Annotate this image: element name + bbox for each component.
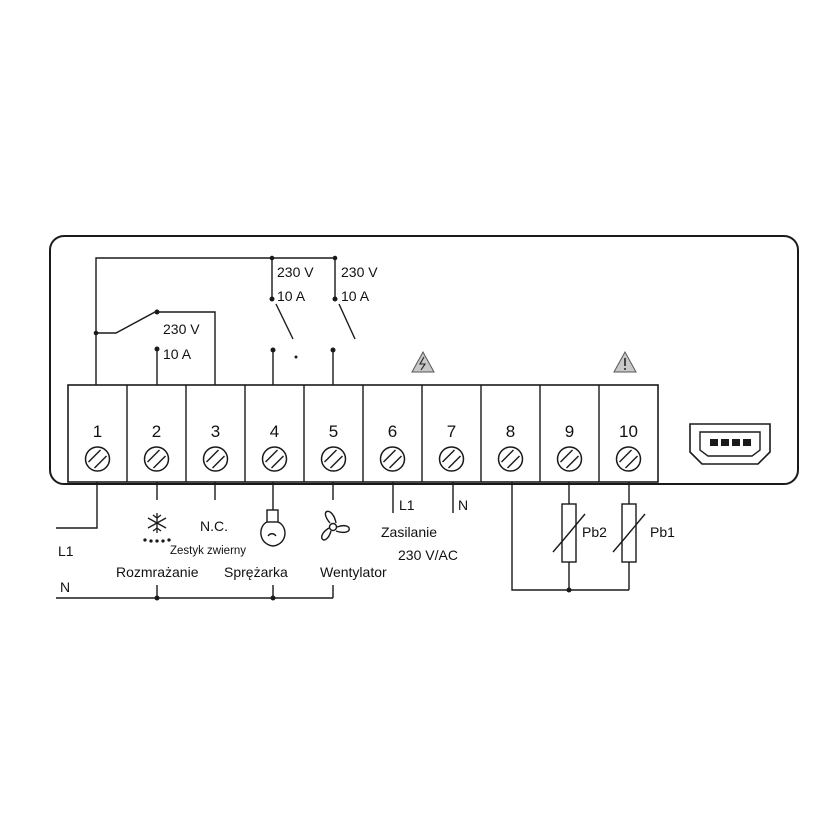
terminal-screw-9[interactable] — [556, 446, 583, 472]
defrost-voltage-label: 230 V — [163, 321, 200, 337]
terminal-number: 2 — [152, 422, 161, 441]
pb1-label: Pb1 — [650, 524, 675, 540]
terminal-number: 9 — [565, 422, 574, 441]
terminal-number: 8 — [506, 422, 515, 441]
zestyk-label: Zestyk zwierny — [170, 545, 246, 557]
terminal-block: 1 2 3 4 5 6 7 8 9 10 — [67, 384, 659, 483]
terminal-screw-2[interactable] — [143, 446, 170, 472]
snowflake-icon — [143, 513, 171, 543]
terminal-screw-4[interactable] — [261, 446, 288, 472]
supply-spec-label: 230 V/AC — [398, 547, 458, 563]
fan-icon — [321, 510, 350, 541]
terminal-number: 5 — [329, 422, 338, 441]
rozmrazanie-label: Rozmrażanie — [116, 564, 199, 580]
terminal-screw-6[interactable] — [379, 446, 406, 472]
terminal-number: 10 — [619, 422, 638, 441]
probe-pb2 — [552, 503, 586, 563]
terminal-screw-10[interactable] — [615, 446, 642, 472]
sprezarka-label: Sprężarka — [224, 564, 288, 580]
warning-triangle-icon — [411, 350, 435, 373]
external-wiring — [56, 482, 630, 601]
supply-n-label: N — [458, 497, 468, 513]
warning-triangle-icon — [613, 350, 637, 373]
compressor-icon — [260, 509, 286, 547]
terminal-number: 7 — [447, 422, 456, 441]
compressor-current-label: 10 A — [277, 288, 306, 304]
supply-l1-label: L1 — [399, 497, 415, 513]
fan-current-label: 10 A — [341, 288, 370, 304]
terminal-number: 4 — [270, 422, 279, 441]
terminal-number: 1 — [93, 422, 102, 441]
probe-pb1 — [612, 503, 646, 563]
l1-input-label: L1 — [58, 543, 74, 559]
compressor-voltage-label: 230 V — [277, 264, 314, 280]
nc-label: N.C. — [200, 518, 228, 534]
usb-port-icon[interactable] — [689, 423, 771, 465]
terminal-screw-5[interactable] — [320, 446, 347, 472]
terminal-screw-1[interactable] — [84, 446, 111, 472]
terminal-number: 6 — [388, 422, 397, 441]
wentylator-label: Wentylator — [320, 564, 387, 580]
internal-wiring — [93, 255, 356, 385]
defrost-current-label: 10 A — [163, 346, 192, 362]
zasilanie-label: Zasilanie — [381, 524, 437, 540]
fan-voltage-label: 230 V — [341, 264, 378, 280]
terminal-screw-7[interactable] — [438, 446, 465, 472]
terminal-screw-3[interactable] — [202, 446, 229, 472]
pb2-label: Pb2 — [582, 524, 607, 540]
terminal-number: 3 — [211, 422, 220, 441]
terminal-screw-8[interactable] — [497, 446, 524, 472]
n-input-label: N — [60, 579, 70, 595]
